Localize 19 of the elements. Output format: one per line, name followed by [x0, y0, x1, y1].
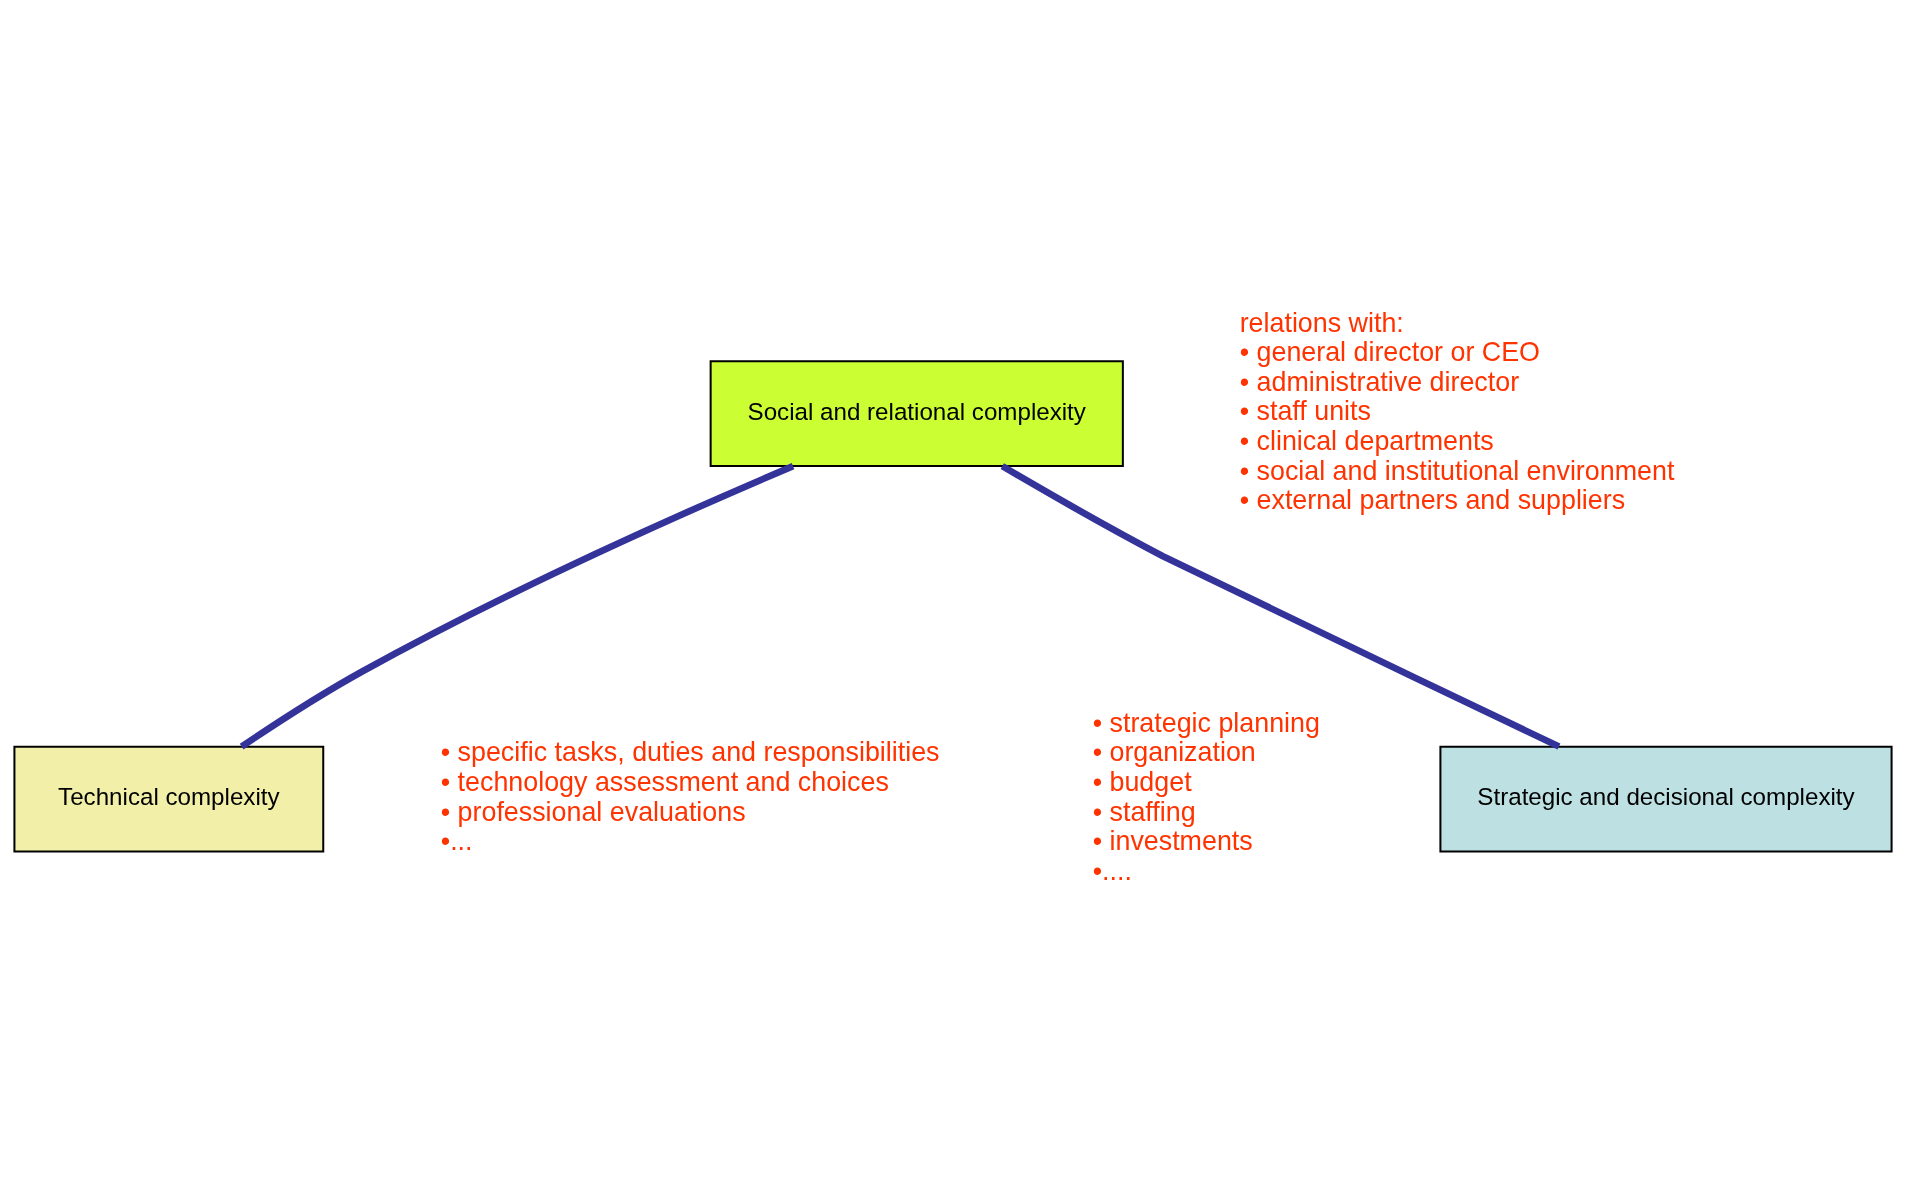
node-box: Social and relational complexity: [709, 359, 1124, 467]
node-label: • administrative director: [1239, 366, 1519, 397]
connector: [239, 462, 794, 749]
node-label: • general director or CEO: [1239, 336, 1540, 367]
node-box: Technical complexity: [12, 745, 324, 852]
node-label: relations with:: [1239, 307, 1404, 338]
node-label: • professional evaluations: [440, 796, 746, 827]
node-label: • budget: [1092, 766, 1192, 797]
node-label: •....: [1092, 855, 1132, 886]
node-label: • specific tasks, duties and responsibilities: [440, 736, 940, 767]
connector: [1000, 462, 1560, 750]
node-label: • staff units: [1239, 395, 1371, 426]
node-label: • technology assessment and choices: [440, 766, 889, 797]
node-label: • staffing: [1092, 796, 1196, 827]
node-label: • external partners and suppliers: [1239, 484, 1625, 515]
node-label: • strategic planning: [1092, 707, 1320, 738]
node-label: • social and institutional environment: [1239, 455, 1674, 485]
node-label: • clinical departments: [1239, 425, 1494, 456]
node-box: Strategic and decisional complexity: [1438, 745, 1893, 852]
